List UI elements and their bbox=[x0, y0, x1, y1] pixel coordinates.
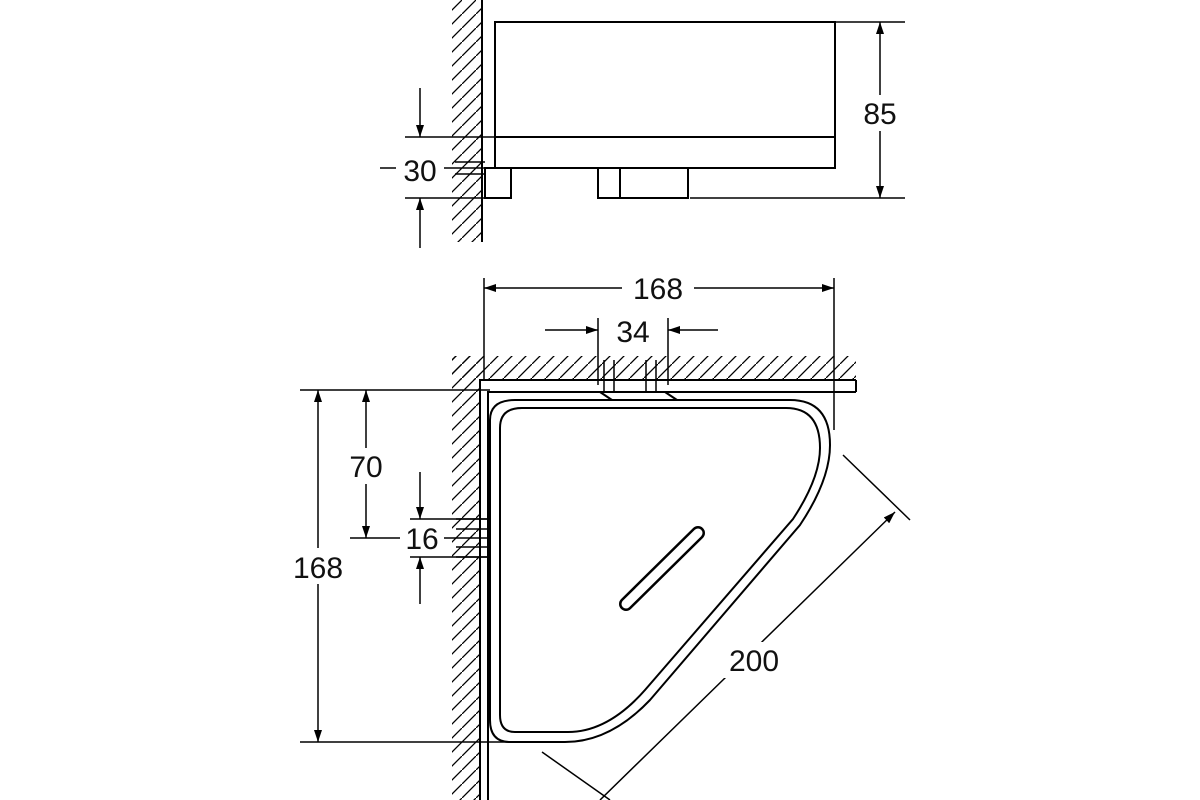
dim-label-200: 200 bbox=[729, 645, 779, 678]
dim-label-34: 34 bbox=[616, 316, 649, 349]
dim-label-30: 30 bbox=[403, 155, 436, 188]
bracket-left-side bbox=[484, 167, 512, 199]
dim-label-168-width: 168 bbox=[633, 273, 683, 306]
top-view: 168 34 168 70 16 200 bbox=[282, 270, 911, 800]
dim-label-168-depth: 168 bbox=[293, 552, 343, 585]
basket-side-body bbox=[494, 21, 836, 169]
wall-hatch-side bbox=[452, 0, 482, 242]
dim-label-16: 16 bbox=[405, 523, 438, 556]
wall-corner-outer bbox=[479, 379, 856, 800]
basket-inner-outline bbox=[499, 407, 822, 733]
bracket-right-side bbox=[597, 167, 689, 199]
dim-label-70: 70 bbox=[349, 451, 382, 484]
wall-corner-inner bbox=[487, 391, 856, 800]
wall-hatch-top bbox=[452, 356, 856, 380]
dim-label-85: 85 bbox=[863, 98, 896, 131]
side-view: 85 30 bbox=[380, 0, 905, 248]
wall-hatch-left bbox=[452, 356, 480, 800]
